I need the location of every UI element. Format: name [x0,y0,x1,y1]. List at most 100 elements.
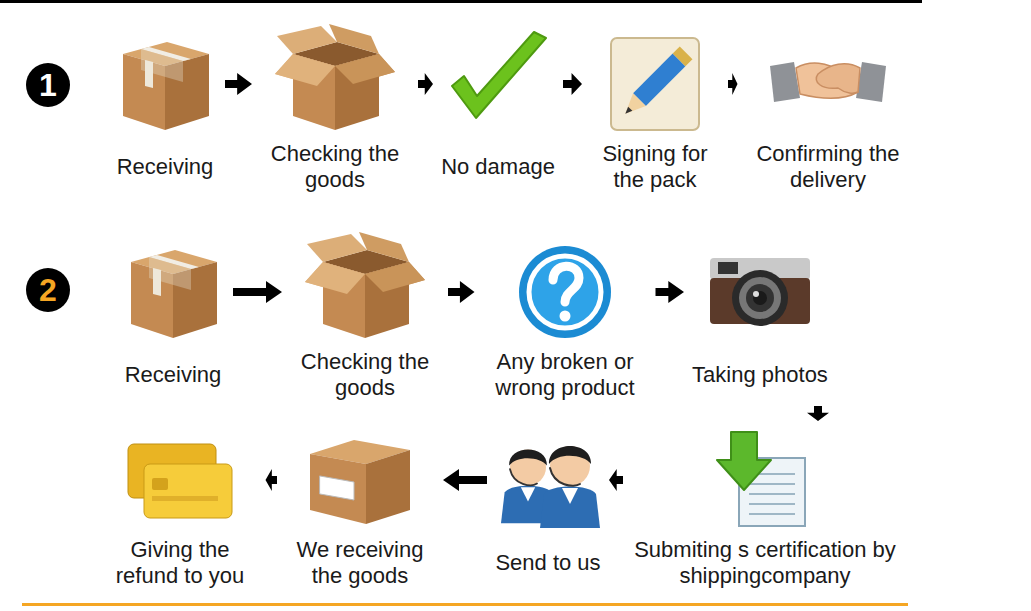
top-rule [0,0,922,3]
icon-part [753,291,767,305]
icon-part [749,503,795,505]
icon-part [365,262,425,292]
step-caption: Send to us [495,550,600,576]
caption-area: We receiving the goods [285,536,435,590]
icon-part [562,488,578,504]
step-icon [501,446,600,528]
icon-space [710,424,820,536]
icon-space [705,236,815,348]
icon-part [329,24,379,54]
caption-area: Receiving [125,348,222,402]
step-caption: No damage [441,154,555,180]
step-node: Taking photos [689,236,831,402]
step-node: We receiving the goods [282,424,438,590]
icon-part [366,450,410,524]
icon-space [443,28,553,140]
icon-part [145,60,153,88]
step-caption: Taking photos [692,362,828,388]
step-node: Giving the refund to you [100,424,261,590]
step-icon [131,250,217,338]
icon-part [739,277,781,319]
icon-part [710,278,810,324]
icon-part [277,26,337,54]
icon-space [305,424,415,536]
step-node: Confirming the delivery [743,28,914,194]
icon-part [553,266,579,302]
icon-part [305,262,365,294]
icon-part [359,232,409,262]
flow-arrow [807,406,829,421]
icon-part [673,47,693,67]
icon-space [600,28,710,140]
icon-part [753,291,759,297]
step-icon [770,62,886,102]
icon-part [153,268,161,296]
step-caption: Receiving [117,154,214,180]
icon-part [560,311,571,322]
step-icon [305,232,425,338]
icon-part [509,449,547,465]
flow-arrow [225,73,252,95]
icon-part [307,234,367,262]
flow-arrow [609,469,623,491]
icon-space [493,424,603,536]
icon-space [125,424,235,536]
icon-part [310,454,366,524]
icon-part [717,432,771,490]
icon-part [718,262,738,274]
step-caption: Submiting s certification by shippingcom… [631,537,899,589]
icon-part [749,513,795,515]
icon-part [633,54,685,106]
icon-part [746,284,774,312]
icon-part [732,270,788,326]
step-caption: Any broken or wrong product [483,349,648,401]
step-icon [275,24,395,130]
flow-arrow [233,281,282,303]
step-node: Submiting s certification by shippingcom… [628,424,902,590]
step-node: Checking the goods [257,28,413,194]
icon-space [110,28,220,140]
caption-area: No damage [441,140,555,194]
step-caption: Giving the refund to you [103,537,258,589]
step-node: Receiving [110,28,220,194]
icon-part [510,449,546,485]
icon-part [144,464,232,518]
icon-part [816,64,860,93]
icon-part [619,93,646,120]
step-icon [519,246,611,338]
step-caption: Receiving [125,362,222,388]
caption-area: Confirming the delivery [746,140,911,194]
caption-area: Any broken or wrong product [483,348,648,402]
flow-arrow [266,469,278,491]
step-node: Send to us [492,424,604,590]
icon-part [152,478,168,490]
step-icon [611,38,699,130]
icon-space [118,236,228,348]
caption-area: Submiting s certification by shippingcom… [631,536,899,590]
icon-part [320,476,354,500]
icon-part [550,468,580,486]
step-icon [452,32,546,118]
icon-space [310,236,420,348]
step-caption: Checking the goods [290,349,440,401]
step-node: Receiving [118,236,228,402]
icon-part [275,54,335,86]
flow-arrow [728,73,738,95]
step-caption: Signing for the pack [590,141,720,193]
step-icon [710,258,810,326]
step-icon [123,42,209,130]
icon-part [540,487,600,529]
flow-arrow [418,73,433,95]
flow-arrow [656,281,685,303]
caption-area: Receiving [117,140,214,194]
icon-part [452,32,546,118]
step-icon [128,444,232,518]
icon-part [623,107,632,116]
caption-area: Send to us [495,536,600,590]
step-caption: We receiving the goods [285,537,435,589]
step-node: No damage [438,28,558,194]
